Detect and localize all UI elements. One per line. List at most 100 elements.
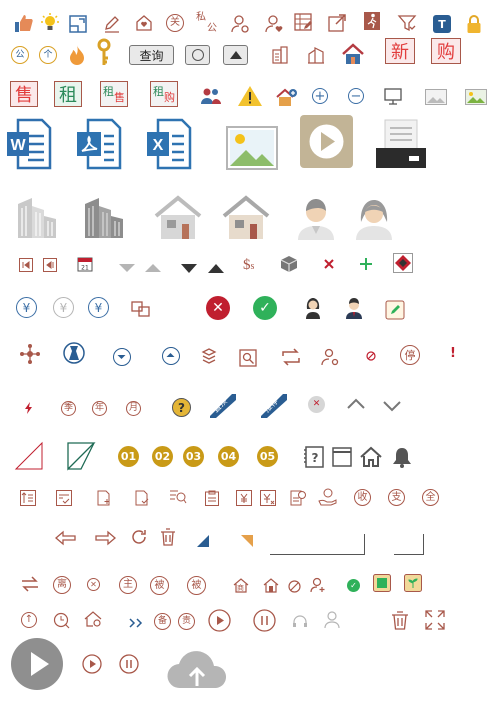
all-circle-icon[interactable]: 全	[422, 489, 439, 506]
caret-down-light-icon[interactable]	[119, 264, 135, 272]
share-icon[interactable]	[327, 13, 347, 33]
image-gray-icon[interactable]	[425, 89, 447, 105]
number-badge-05[interactable]: 05	[257, 446, 278, 467]
input-underline-narrow[interactable]	[394, 534, 424, 555]
export-image-icon[interactable]	[68, 14, 88, 34]
stop-circle-icon[interactable]: 停	[400, 345, 420, 365]
user-settings-icon[interactable]	[230, 14, 250, 34]
lightning-icon[interactable]	[24, 402, 34, 414]
sync-arrows-icon[interactable]	[20, 574, 40, 594]
building-icon[interactable]	[271, 46, 289, 64]
check-green-circle-icon[interactable]: ✓	[347, 579, 360, 592]
chevron-up-circle-icon[interactable]	[162, 347, 180, 365]
word-file-icon[interactable]: W	[6, 118, 52, 170]
minus-circle-icon[interactable]: −	[348, 88, 364, 104]
female-user-icon[interactable]	[304, 297, 322, 319]
error-circle-icon[interactable]: ✕	[206, 296, 230, 320]
fullscreen-icon[interactable]	[424, 609, 446, 631]
income-circle-icon[interactable]: 收	[354, 489, 371, 506]
arrow-left-icon[interactable]	[55, 530, 77, 546]
main-circle-icon[interactable]: 主	[119, 576, 137, 594]
year-circle-icon[interactable]: 年	[92, 401, 107, 416]
female-avatar-icon[interactable]	[353, 196, 395, 240]
calendar-icon[interactable]: 21	[77, 256, 93, 272]
ribbon-recommend-icon[interactable]: 推荐	[259, 392, 287, 418]
home-heart-icon[interactable]	[134, 13, 154, 33]
query-button[interactable]: 查询	[129, 45, 174, 65]
filter-icon[interactable]	[397, 14, 417, 32]
notebook-help-icon[interactable]: ?	[304, 446, 324, 468]
month-circle-icon[interactable]: 月	[126, 401, 141, 416]
person-medal-icon[interactable]: 个	[39, 46, 57, 64]
number-badge-01[interactable]: 01	[118, 446, 139, 467]
fire-diamond-icon[interactable]	[393, 253, 413, 273]
house-shop-icon[interactable]: 商	[233, 577, 249, 593]
refresh-icon[interactable]	[130, 528, 148, 546]
play-circle-icon[interactable]	[208, 609, 231, 632]
small-play-circle-icon[interactable]	[82, 654, 102, 674]
rent-label-icon[interactable]: 租	[54, 81, 82, 107]
house-warm-icon[interactable]	[222, 195, 270, 240]
arrow-right-icon[interactable]	[94, 530, 116, 546]
doc-yuan-icon[interactable]	[236, 490, 252, 506]
hand-coin-icon[interactable]	[318, 488, 338, 506]
doc-yuan-close-icon[interactable]	[260, 490, 276, 506]
record-circle-icon[interactable]: 备	[154, 613, 171, 630]
number-badge-03[interactable]: 03	[183, 446, 204, 467]
search-box-icon[interactable]	[239, 349, 257, 367]
sort-list-icon[interactable]	[20, 490, 36, 506]
document-tray-icon[interactable]	[375, 118, 427, 170]
company-medal-icon[interactable]: 公	[11, 46, 29, 64]
picture-file-icon[interactable]	[226, 126, 278, 170]
attention-icon[interactable]: 关	[166, 14, 184, 32]
user-gear-icon[interactable]	[321, 348, 339, 366]
medal-badge-icon[interactable]	[63, 342, 85, 364]
home-gear-icon[interactable]	[84, 610, 102, 628]
rent-sell-label-icon[interactable]: 租 售	[100, 81, 128, 107]
excel-file-icon[interactable]: X	[146, 118, 192, 170]
home-icon[interactable]	[360, 446, 382, 468]
key-icon[interactable]	[97, 38, 111, 67]
monitor-icon[interactable]	[384, 88, 402, 106]
new-label-icon[interactable]: 新	[385, 38, 415, 64]
spreadsheet-edit-icon[interactable]	[293, 12, 313, 32]
lock-icon[interactable]	[466, 14, 482, 34]
refresh-arrows-icon[interactable]	[281, 348, 301, 366]
passive-circle-icon[interactable]: 被	[150, 576, 169, 595]
chevron-down-icon[interactable]	[382, 400, 402, 412]
list-search-icon[interactable]	[169, 489, 187, 505]
caret-up-dark-icon[interactable]	[208, 264, 224, 273]
number-badge-02[interactable]: 02	[152, 446, 173, 467]
corner-triangle-blue-icon[interactable]	[197, 535, 209, 547]
file-check-icon[interactable]	[134, 490, 150, 506]
building-outline-icon[interactable]	[307, 46, 325, 64]
image-color-icon[interactable]	[465, 89, 487, 105]
window-icon[interactable]	[332, 447, 352, 467]
male-user-icon[interactable]	[345, 297, 363, 319]
big-play-button[interactable]	[11, 638, 63, 690]
user-outline-icon[interactable]	[324, 611, 340, 629]
edit-note-icon[interactable]	[385, 300, 405, 320]
edit-icon[interactable]	[102, 14, 122, 34]
pause-circle-icon[interactable]	[253, 609, 276, 632]
forbidden-icon[interactable]	[366, 351, 376, 361]
quarter-circle-icon[interactable]: 季	[61, 401, 76, 416]
caret-down-dark-icon[interactable]	[181, 264, 197, 273]
ribbon-top-icon[interactable]: 置顶	[208, 392, 236, 418]
thumbs-up-icon[interactable]	[12, 12, 34, 34]
house-gray-icon[interactable]	[154, 195, 202, 240]
delete-icon[interactable]	[390, 610, 410, 630]
copy-link-icon[interactable]	[131, 300, 151, 318]
headphones-icon[interactable]	[292, 614, 308, 628]
passive-circle-alt-icon[interactable]: 被	[187, 576, 206, 595]
double-chevron-right-icon[interactable]	[128, 617, 144, 629]
expense-circle-icon[interactable]: 支	[388, 489, 405, 506]
network-nodes-icon[interactable]	[19, 344, 41, 364]
leave-circle-icon[interactable]: 离	[53, 576, 71, 594]
doc-money-icon[interactable]	[290, 490, 306, 506]
yen-circle-icon[interactable]: ¥	[16, 297, 37, 318]
prev-page-icon[interactable]	[43, 258, 57, 272]
layers-icon[interactable]	[201, 348, 217, 366]
certificate-icon[interactable]	[373, 574, 391, 592]
checklist-icon[interactable]	[56, 490, 72, 506]
